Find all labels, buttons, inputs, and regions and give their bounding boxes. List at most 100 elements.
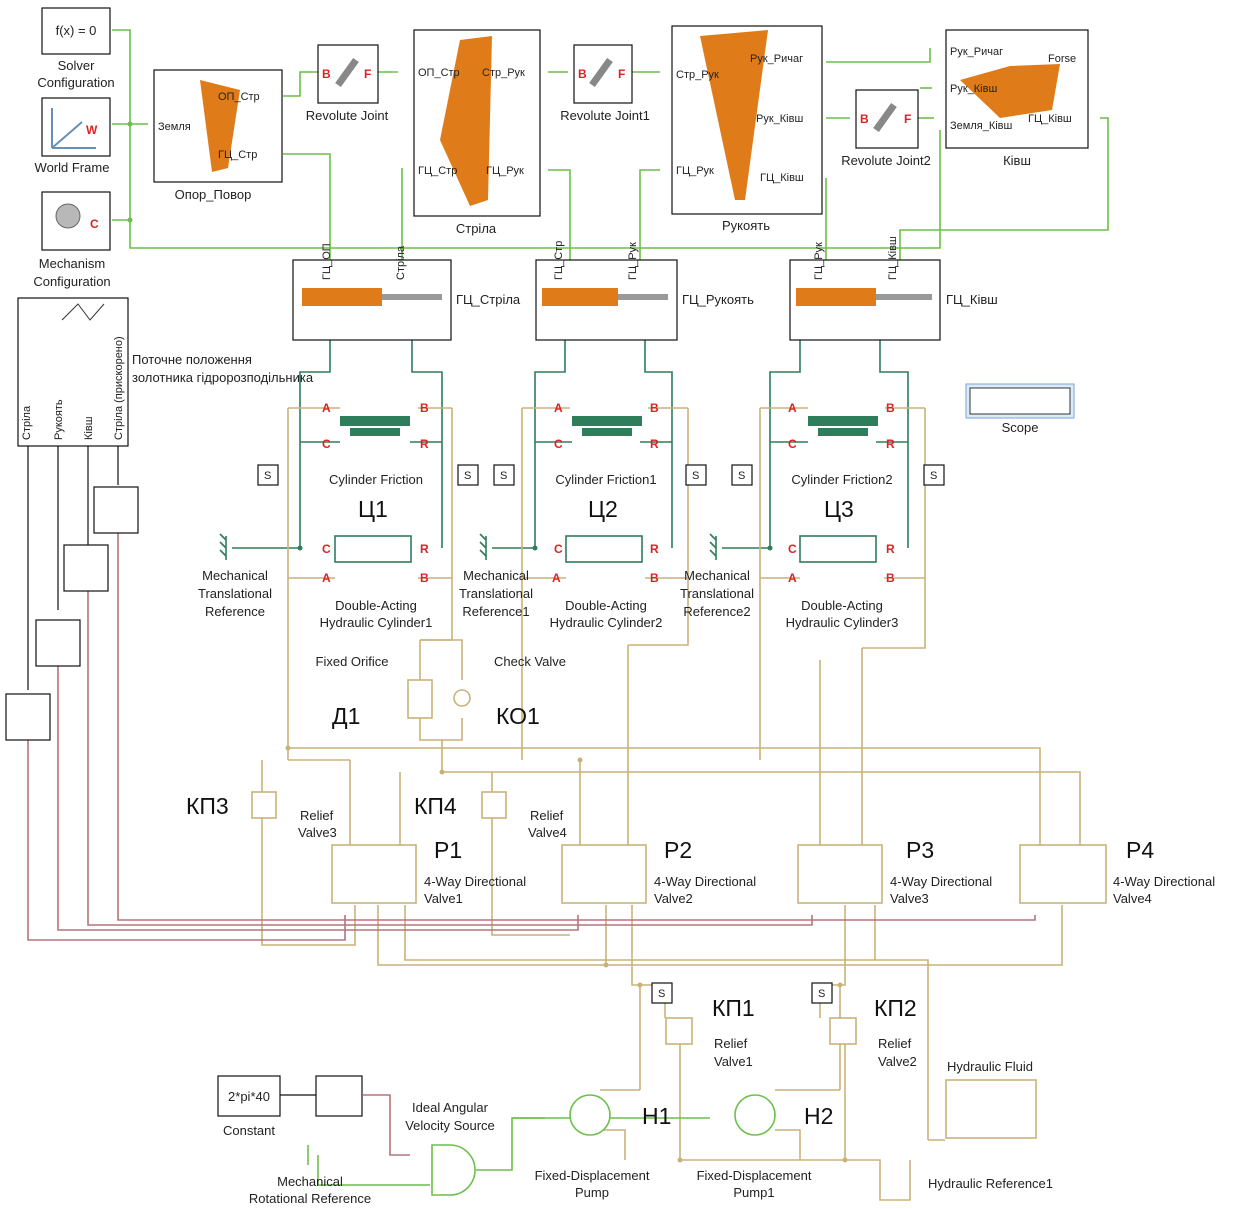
mechanism-config-block[interactable]: C Mechanism Configuration bbox=[33, 192, 110, 289]
svg-text:Rotational Reference: Rotational Reference bbox=[249, 1191, 371, 1206]
relief-valve1-block[interactable]: S КП1 Relief Valve1 bbox=[652, 983, 755, 1069]
svg-text:B: B bbox=[420, 401, 429, 415]
svg-text:Рук_Ківш: Рук_Ківш bbox=[950, 83, 997, 95]
svg-text:A: A bbox=[322, 401, 331, 415]
svg-text:Стріла: Стріла bbox=[395, 245, 407, 280]
svg-text:B: B bbox=[886, 401, 895, 415]
svg-text:Ківш: Ківш bbox=[1003, 153, 1031, 168]
svg-text:Стріла: Стріла bbox=[21, 405, 33, 440]
gc-kivsh-block[interactable]: ГЦ_Рук ГЦ_Ківш ГЦ_Ківш bbox=[790, 236, 998, 340]
svg-text:Valve2: Valve2 bbox=[878, 1054, 917, 1069]
svg-text:F: F bbox=[364, 67, 371, 81]
svg-text:Solver: Solver bbox=[58, 58, 96, 73]
pump-h1-block[interactable]: H1 Fixed-Displacement Pump bbox=[535, 1095, 672, 1200]
world-frame-block[interactable]: W World Frame bbox=[35, 98, 110, 175]
svg-text:Ideal Angular: Ideal Angular bbox=[412, 1100, 489, 1115]
svg-text:R: R bbox=[650, 542, 659, 556]
svg-text:ГЦ_Ківш: ГЦ_Ківш bbox=[1028, 113, 1072, 125]
kivsh-block[interactable]: Рук_Ричаг Forse Рук_Ківш Земля_Ківш ГЦ_К… bbox=[946, 30, 1088, 168]
svg-text:Mechanism: Mechanism bbox=[39, 256, 105, 271]
check-valve-block[interactable]: Check Valve bbox=[454, 654, 566, 706]
svg-text:P1: P1 bbox=[434, 837, 462, 863]
svg-text:Опор_Повор: Опор_Повор bbox=[175, 187, 252, 202]
s-ps-converter[interactable] bbox=[316, 1076, 362, 1116]
svg-text:Рук_Ричаг: Рук_Ричаг bbox=[950, 46, 1003, 58]
svg-text:B: B bbox=[650, 571, 659, 585]
svg-text:S: S bbox=[930, 470, 937, 482]
svg-text:КП4: КП4 bbox=[414, 793, 457, 819]
svg-text:ГЦ_Стр: ГЦ_Стр bbox=[553, 241, 565, 280]
svg-text:P2: P2 bbox=[664, 837, 692, 863]
svg-text:Valve4: Valve4 bbox=[528, 825, 567, 840]
solver-config-block[interactable]: f(x) = 0 Solver Configuration bbox=[37, 8, 114, 90]
opor-povor-block[interactable]: Земля ОП_Стр ГЦ_Стр Опор_Повор bbox=[154, 70, 282, 202]
svg-text:золотника гідророзподільника: золотника гідророзподільника bbox=[132, 370, 314, 385]
svg-text:Translational: Translational bbox=[459, 586, 533, 601]
svg-text:4-Way Directional: 4-Way Directional bbox=[654, 874, 756, 889]
svg-text:ГЦ_Стр: ГЦ_Стр bbox=[418, 165, 457, 177]
ideal-velocity-source[interactable]: Ideal Angular Velocity Source bbox=[405, 1100, 495, 1195]
svg-text:КП3: КП3 bbox=[186, 793, 229, 819]
svg-text:Стр_Рук: Стр_Рук bbox=[482, 67, 525, 79]
svg-text:Fixed-Displacement: Fixed-Displacement bbox=[535, 1168, 650, 1183]
directional-valve4-block[interactable]: P4 4-Way Directional Valve4 bbox=[1020, 837, 1215, 906]
svg-text:ГЦ_Ківш: ГЦ_Ківш bbox=[946, 292, 998, 307]
cylinder-friction-group[interactable]: Cylinder Friction Cylinder Friction1 Cyl… bbox=[329, 416, 893, 487]
svg-text:Constant: Constant bbox=[223, 1123, 275, 1138]
svg-text:Hydraulic Cylinder2: Hydraulic Cylinder2 bbox=[550, 615, 663, 630]
svg-text:Relief: Relief bbox=[878, 1036, 912, 1051]
svg-text:Revolute Joint2: Revolute Joint2 bbox=[841, 153, 931, 168]
svg-text:ГЦ_Рук: ГЦ_Рук bbox=[813, 242, 825, 280]
rukoyat-block[interactable]: Стр_Рук Рук_Ричаг Рук_Ківш ГЦ_Рук ГЦ_Ків… bbox=[672, 26, 822, 233]
svg-text:Double-Acting: Double-Acting bbox=[565, 598, 647, 613]
svg-text:Pump1: Pump1 bbox=[733, 1185, 774, 1200]
svg-text:P4: P4 bbox=[1126, 837, 1154, 863]
gc-strila-block[interactable]: ГЦ_ОП Стріла ГЦ_Стріла bbox=[293, 243, 521, 340]
svg-text:Velocity Source: Velocity Source bbox=[405, 1118, 495, 1133]
svg-text:ГЦ_Рук: ГЦ_Рук bbox=[627, 242, 639, 280]
svg-text:Стріла: Стріла bbox=[456, 221, 497, 236]
hydraulic-fluid-block[interactable]: Hydraulic Fluid bbox=[946, 1059, 1036, 1138]
svg-text:2*pi*40: 2*pi*40 bbox=[228, 1089, 270, 1104]
svg-text:A: A bbox=[788, 401, 797, 415]
svg-text:Pump: Pump bbox=[575, 1185, 609, 1200]
constant-block[interactable]: 2*pi*40 Constant bbox=[218, 1076, 280, 1138]
svg-text:Д1: Д1 bbox=[332, 703, 360, 729]
svg-text:Стр_Рук: Стр_Рук bbox=[676, 69, 719, 81]
relief-valve2-block[interactable]: S КП2 Relief Valve2 bbox=[812, 983, 917, 1069]
strila-block[interactable]: ОП_Стр Стр_Рук ГЦ_Стр ГЦ_Рук Стріла bbox=[414, 30, 540, 236]
pump-h2-block[interactable]: H2 Fixed-Displacement Pump1 bbox=[697, 1095, 834, 1200]
svg-text:Mechanical: Mechanical bbox=[202, 568, 268, 583]
svg-text:S: S bbox=[818, 988, 825, 1000]
directional-valve1-block[interactable]: P1 4-Way Directional Valve1 bbox=[332, 837, 526, 906]
svg-text:ГЦ_Стр: ГЦ_Стр bbox=[218, 149, 257, 161]
svg-text:C: C bbox=[788, 437, 797, 451]
svg-text:C: C bbox=[554, 542, 563, 556]
gc-rukoyat-block[interactable]: ГЦ_Стр ГЦ_Рук ГЦ_Рукоять bbox=[536, 241, 754, 340]
mech-rotational-ref: Mechanical Rotational Reference bbox=[249, 1145, 371, 1206]
svg-text:R: R bbox=[420, 542, 429, 556]
spool-position-block[interactable]: Стріла Рукоять Ківш Стріла (прискорено) … bbox=[18, 298, 314, 446]
svg-text:КП2: КП2 bbox=[874, 995, 917, 1021]
fx-label: f(x) = 0 bbox=[56, 23, 97, 38]
svg-text:C: C bbox=[322, 437, 331, 451]
svg-text:Рук_Ричаг: Рук_Ричаг bbox=[750, 53, 803, 65]
directional-valve2-block[interactable]: P2 4-Way Directional Valve2 bbox=[562, 837, 756, 906]
svg-text:Scope: Scope bbox=[1002, 420, 1039, 435]
svg-text:F: F bbox=[618, 67, 625, 81]
svg-text:Стріла (прискорено): Стріла (прискорено) bbox=[113, 336, 125, 440]
svg-text:C: C bbox=[322, 542, 331, 556]
svg-text:S: S bbox=[264, 470, 271, 482]
relief-valve4-block[interactable]: КП4 Relief Valve4 bbox=[414, 792, 567, 840]
directional-valve3-block[interactable]: P3 4-Way Directional Valve3 bbox=[798, 837, 992, 906]
scope-block[interactable]: Scope bbox=[966, 384, 1074, 435]
svg-text:КП1: КП1 bbox=[712, 995, 755, 1021]
svg-text:Cylinder Friction2: Cylinder Friction2 bbox=[791, 472, 892, 487]
svg-text:B: B bbox=[322, 67, 331, 81]
svg-text:Relief: Relief bbox=[714, 1036, 748, 1051]
svg-text:4-Way Directional: 4-Way Directional bbox=[424, 874, 526, 889]
